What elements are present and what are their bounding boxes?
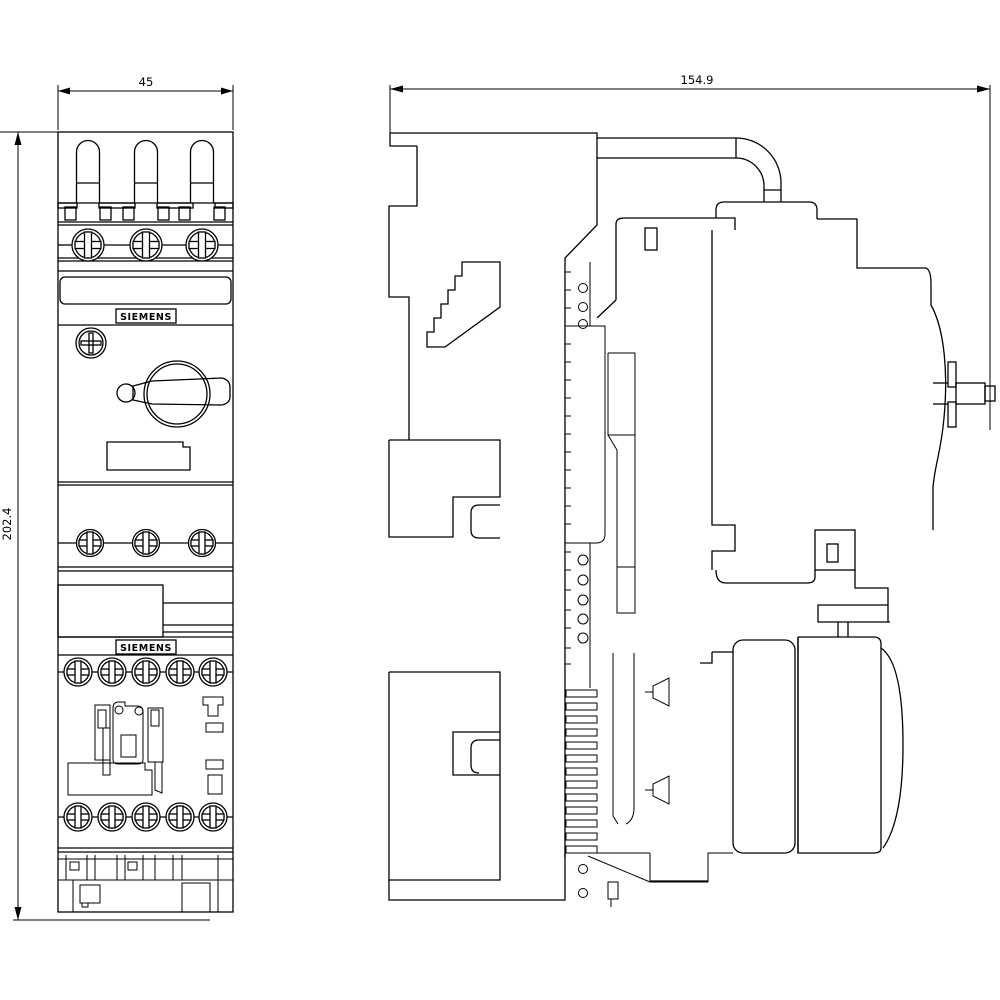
bottom-rail-clip	[565, 852, 733, 907]
screw-terminal-icon	[131, 802, 161, 832]
front-top-terminals	[57, 139, 234, 221]
screw-terminal-icon	[185, 228, 219, 262]
mounting-foot	[181, 882, 211, 913]
clip-channel	[607, 352, 636, 825]
contactor-front-panel	[58, 657, 233, 832]
busbar-elbow-tube	[597, 137, 782, 202]
front-screw-row-mid	[58, 528, 233, 558]
front-width-value: 45	[139, 75, 154, 89]
screw-terminal-icon	[129, 228, 163, 262]
side-breaker-body	[596, 137, 996, 637]
screw-terminal-icon	[75, 528, 105, 558]
mounting-foot	[79, 884, 101, 904]
screw-terminal-icon	[71, 228, 105, 262]
screw-terminal-icon	[97, 802, 127, 832]
side-view: 154.9	[388, 73, 996, 907]
brand-text-top: SIEMENS	[120, 312, 172, 323]
screw-terminal-icon	[131, 528, 161, 558]
contactor-latch-details	[67, 696, 224, 796]
dimension-front-width: 45	[57, 75, 234, 130]
nameplate-window	[106, 441, 191, 471]
contactor-rear-block	[797, 636, 882, 854]
screw-terminal-icon	[165, 802, 195, 832]
side-mounting-plate	[388, 132, 598, 901]
contactor-mid-block	[732, 639, 796, 854]
screw-terminal-icon	[63, 802, 93, 832]
front-view: 45 202.4	[0, 75, 234, 921]
dimension-front-height: 202.4	[0, 131, 210, 921]
terminal-fins	[565, 689, 598, 854]
rail-latch-tacks	[645, 677, 670, 805]
screw-terminal-icon	[198, 657, 228, 687]
screw-terminal-icon	[187, 528, 217, 558]
screw-terminal-icon	[131, 657, 161, 687]
dimension-side-depth: 154.9	[389, 73, 991, 430]
side-contactor-body	[650, 636, 904, 882]
siemens-label-breaker: SIEMENS	[115, 308, 177, 324]
side-din-strip	[565, 262, 733, 907]
front-screw-row-top	[58, 228, 233, 262]
screw-terminal-icon	[165, 657, 195, 687]
stepped-bracket	[426, 261, 501, 348]
siemens-label-contactor: SIEMENS	[115, 639, 177, 655]
front-bottom-band	[58, 855, 233, 913]
cross-screw-icon	[75, 327, 107, 359]
front-height-value: 202.4	[0, 508, 14, 541]
breaker-front-panel	[75, 327, 231, 471]
rotary-handle-icon	[143, 360, 211, 428]
rotary-handle-shaft	[933, 361, 996, 428]
brand-text-bottom: SIEMENS	[120, 643, 172, 654]
screw-terminal-icon	[63, 657, 93, 687]
strip-tick-marks	[565, 271, 571, 665]
front-tab-slot	[814, 529, 856, 571]
screw-terminal-icon	[198, 802, 228, 832]
side-depth-value: 154.9	[681, 73, 714, 87]
screw-terminal-icon	[97, 657, 127, 687]
